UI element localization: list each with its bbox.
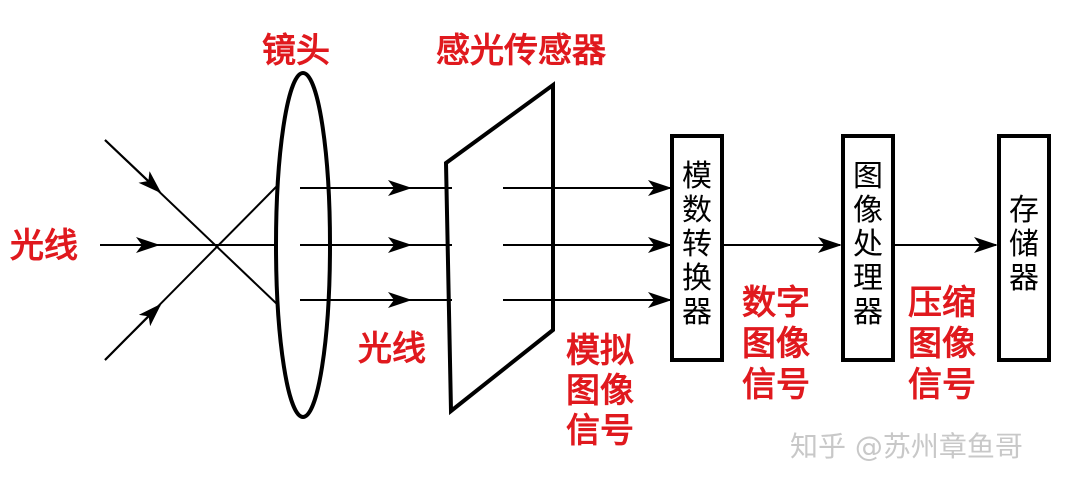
label-line: 图像 (742, 324, 810, 364)
parallel-rays-2 (503, 180, 672, 308)
adc-char: 数 (682, 193, 712, 228)
storage-box (997, 134, 1051, 362)
label-line: 数字 (742, 283, 810, 323)
label-light-left: 光线 (10, 226, 78, 266)
label-compressed-signal: 压缩 图像 信号 (908, 283, 976, 405)
isp-char: 器 (853, 295, 883, 330)
isp-char: 理 (853, 261, 883, 296)
adc-char: 器 (682, 295, 712, 330)
watermark: 知乎 @苏州章鱼哥 (790, 430, 1023, 463)
isp-label: 图 像 处 理 器 (853, 159, 883, 330)
parallel-rays-1 (300, 180, 452, 308)
label-digital-signal: 数字 图像 信号 (742, 283, 810, 405)
label-line: 信号 (908, 365, 976, 405)
ray-up-arrow (104, 303, 162, 361)
label-line: 图像 (908, 324, 976, 364)
label-line: 信号 (566, 411, 634, 451)
adc-box (670, 134, 724, 362)
incoming-rays (100, 139, 279, 361)
label-line: 图像 (566, 371, 634, 411)
isp-char: 处 (853, 227, 883, 262)
label-light-mid: 光线 (358, 329, 426, 369)
adc-label: 模 数 转 换 器 (682, 159, 712, 330)
label-line: 压缩 (908, 283, 976, 323)
storage-char: 存 (1009, 193, 1039, 228)
storage-char: 储 (1009, 227, 1039, 262)
storage-char: 器 (1009, 261, 1039, 296)
isp-char: 像 (853, 193, 883, 228)
storage-label: 存 储 器 (1009, 193, 1039, 296)
sensor-shape (443, 81, 555, 416)
label-lens: 镜头 (262, 31, 330, 71)
label-line: 信号 (742, 365, 810, 405)
ray-down-arrow (104, 139, 162, 194)
isp-box (841, 134, 895, 362)
label-sensor: 感光传感器 (436, 31, 607, 71)
isp-char: 图 (853, 159, 883, 194)
adc-char: 转 (682, 227, 712, 262)
adc-char: 模 (682, 159, 712, 194)
adc-char: 换 (682, 261, 712, 296)
label-line: 模拟 (566, 331, 634, 371)
label-analog-signal: 模拟 图像 信号 (566, 331, 634, 451)
